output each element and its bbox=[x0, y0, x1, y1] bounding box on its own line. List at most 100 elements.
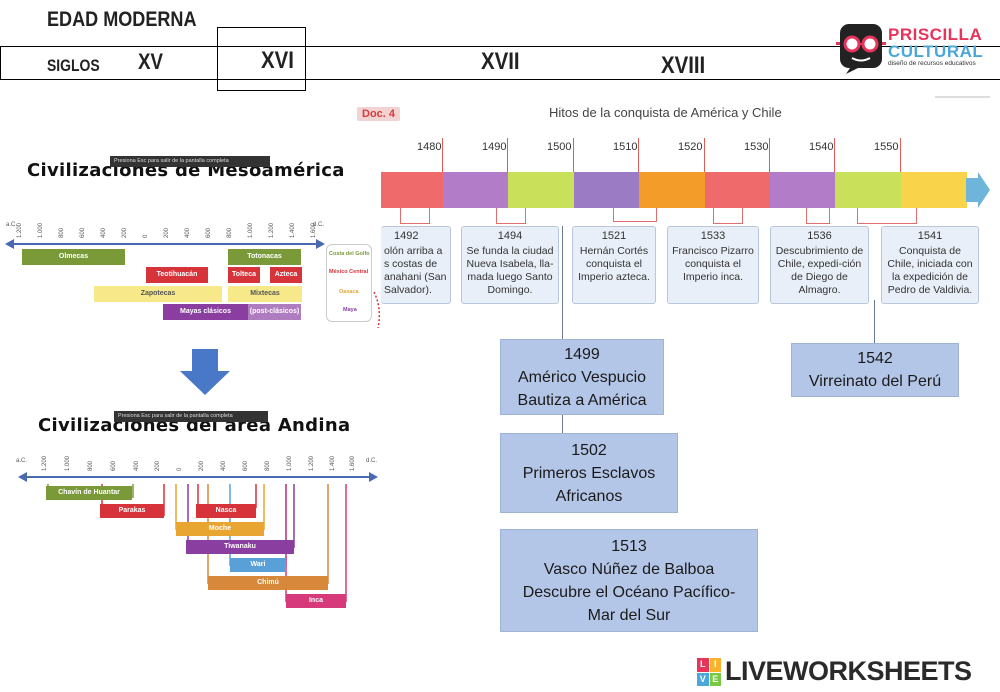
andina-axis-left-label: a.C. bbox=[16, 458, 28, 464]
siglos-label: SIGLOS bbox=[47, 56, 100, 75]
andina-band-chavin: Chavín de Huantar bbox=[46, 486, 132, 500]
year-label: 1510 bbox=[613, 141, 638, 153]
timeline-segment bbox=[835, 172, 901, 208]
event-line: Bautiza a América bbox=[517, 391, 647, 409]
event-line: Descubre el Océano Pacífico- bbox=[522, 583, 736, 601]
axis-tick-label: 1.000 bbox=[248, 222, 254, 238]
meso-band-mayas-clasicos: Mayas clásicos bbox=[163, 304, 248, 320]
down-arrow-icon bbox=[180, 349, 230, 395]
axis-tick-label: 800 bbox=[227, 227, 233, 238]
year-label: 1530 bbox=[744, 141, 769, 153]
timeline-tick bbox=[442, 138, 443, 174]
card-connector bbox=[806, 208, 830, 224]
year-label: 1480 bbox=[417, 141, 442, 153]
axis-tick-label: 1.000 bbox=[38, 222, 44, 238]
logo-line1: PRISCILLA bbox=[888, 25, 983, 44]
meso-band-olmecas: Olmecas bbox=[22, 249, 125, 265]
timeline-segment bbox=[901, 172, 967, 208]
year-label: 1520 bbox=[678, 141, 703, 153]
timeline-tick bbox=[900, 138, 901, 174]
axis-tick-label: 1.400 bbox=[290, 222, 296, 238]
box-connector-line bbox=[874, 300, 875, 343]
event-year: 1502 bbox=[571, 441, 607, 459]
card-text: Hernán Cortés conquista el Imperio aztec… bbox=[578, 245, 650, 283]
milestone-card: 1533 Francisco Pizarro conquista el Impe… bbox=[667, 226, 759, 304]
event-box-1542[interactable]: 1542 Virreinato del Perú bbox=[791, 343, 959, 397]
event-box-1502[interactable]: 1502 Primeros Esclavos Africanos bbox=[500, 433, 678, 513]
meso-axis-arrow bbox=[5, 239, 325, 249]
century-xvi: XVI bbox=[261, 47, 294, 74]
andina-band-chimu: Chimú bbox=[208, 576, 328, 590]
card-connector bbox=[857, 208, 917, 224]
timeline-segment bbox=[508, 172, 574, 208]
timeline-segment bbox=[381, 172, 443, 208]
footer-brand: LIVEWORKSHEETS bbox=[725, 656, 972, 686]
header-left-border bbox=[0, 46, 1, 80]
axis-tick-label: 200 bbox=[164, 227, 170, 238]
milestone-card: 1536 Descubrimiento de Chile, expedi-ció… bbox=[770, 226, 869, 304]
priscilla-logo: PRISCILLA CULTURAL diseño de recursos ed… bbox=[836, 22, 986, 74]
meso-band-zapotecas: Zapotecas bbox=[94, 286, 222, 302]
andina-axis-right-label: d.C. bbox=[366, 458, 378, 464]
andina-band-inca: Inca bbox=[286, 594, 346, 608]
card-year: 1541 bbox=[917, 230, 943, 242]
axis-tick-label: 800 bbox=[265, 460, 271, 471]
logo-line2: CULTURAL bbox=[888, 42, 984, 61]
card-year: 1521 bbox=[601, 230, 627, 242]
doc-title: Hitos de la conquista de América y Chile bbox=[549, 105, 782, 120]
meso-band-tolteca: Tolteca bbox=[228, 267, 260, 283]
event-line: Mar del Sur bbox=[587, 606, 671, 624]
card-year: 1533 bbox=[700, 230, 726, 242]
badge-letter: I bbox=[709, 658, 721, 672]
doc-top-rule bbox=[935, 96, 990, 98]
milestone-card: 1541 Conquista de Chile, iniciada con la… bbox=[881, 226, 979, 304]
legend-item: México Central bbox=[329, 269, 369, 275]
axis-tick-label: 200 bbox=[122, 227, 128, 238]
card-text: Descubrimiento de Chile, expedi-ción de … bbox=[775, 245, 864, 296]
andina-band-wari: Wari bbox=[230, 558, 286, 572]
axis-tick-label: 1.000 bbox=[65, 455, 71, 471]
axis-tick-label: 600 bbox=[206, 227, 212, 238]
doc-badge: Doc. 4 bbox=[357, 107, 401, 121]
milestone-card: 1494 Se funda la ciudad Nueva Isabela, l… bbox=[461, 226, 559, 304]
event-box-1499[interactable]: 1499 Américo Vespucio Bautiza a América bbox=[500, 339, 664, 415]
axis-tick-label: 400 bbox=[185, 227, 191, 238]
event-box-1513[interactable]: 1513 Vasco Núñez de Balboa Descubre el O… bbox=[500, 529, 758, 632]
meso-band-azteca: Azteca bbox=[270, 267, 302, 283]
header-bottom-line bbox=[0, 79, 1000, 80]
axis-tick-label: 600 bbox=[111, 460, 117, 471]
event-line: Africanos bbox=[555, 487, 623, 505]
century-xviii: XVIII bbox=[661, 52, 706, 79]
card-year: 1492 bbox=[394, 230, 419, 242]
axis-tick-label: 600 bbox=[80, 227, 86, 238]
axis-tick-label: 200 bbox=[199, 460, 205, 471]
century-xvii: XVII bbox=[481, 48, 520, 75]
legend-item: Oaxaca bbox=[339, 289, 359, 295]
andina-band-nasca: Nasca bbox=[196, 504, 256, 518]
card-text: Se funda la ciudad Nueva Isabela, lla-ma… bbox=[466, 245, 554, 296]
axis-tick-label: 800 bbox=[59, 227, 65, 238]
xvi-highlight-box[interactable] bbox=[217, 27, 306, 91]
axis-tick-label: 400 bbox=[221, 460, 227, 471]
card-connector bbox=[613, 208, 657, 222]
timeline-tick bbox=[834, 138, 835, 174]
liveworksheets-logo: L I V E LIVEWORKSHEETS bbox=[697, 656, 997, 687]
timeline-segment bbox=[770, 172, 835, 208]
andina-axis-arrow bbox=[18, 472, 378, 482]
event-year: 1513 bbox=[611, 537, 647, 555]
year-label: 1490 bbox=[482, 141, 507, 153]
timeline-arrow-icon bbox=[966, 172, 990, 208]
badge-letter: L bbox=[697, 658, 709, 672]
badge-letter: V bbox=[697, 672, 709, 686]
event-line: Américo Vespucio bbox=[517, 368, 647, 386]
timeline-segment bbox=[639, 172, 705, 208]
meso-band-totonacas: Totonacas bbox=[228, 249, 301, 265]
card-year: 1494 bbox=[497, 230, 523, 242]
card-year: 1536 bbox=[807, 230, 832, 242]
badge-letter: E bbox=[709, 672, 721, 686]
card-connector bbox=[400, 208, 430, 224]
meso-legend-dots bbox=[373, 291, 381, 329]
event-year: 1499 bbox=[564, 345, 600, 363]
year-label: 1500 bbox=[547, 141, 572, 153]
event-year: 1542 bbox=[857, 350, 893, 367]
